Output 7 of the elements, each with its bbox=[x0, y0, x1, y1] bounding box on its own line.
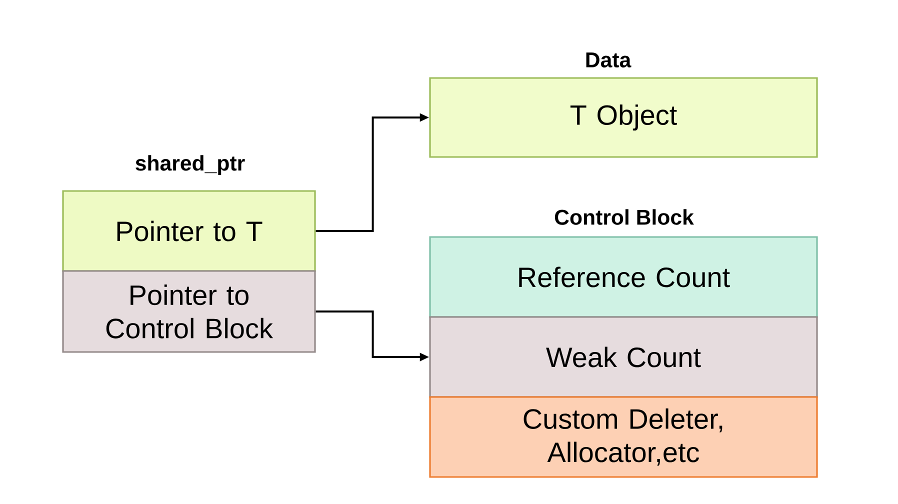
text-box: Weak Count bbox=[429, 316, 818, 398]
text-box: Custom Deleter, Allocator,etc bbox=[429, 396, 818, 478]
text-box: Pointer to Control Block bbox=[62, 270, 316, 353]
heading: Control Block bbox=[554, 209, 694, 225]
text-box: T Object bbox=[429, 77, 818, 158]
text-box: Pointer to T bbox=[62, 190, 316, 272]
text-box: Reference Count bbox=[429, 236, 818, 318]
